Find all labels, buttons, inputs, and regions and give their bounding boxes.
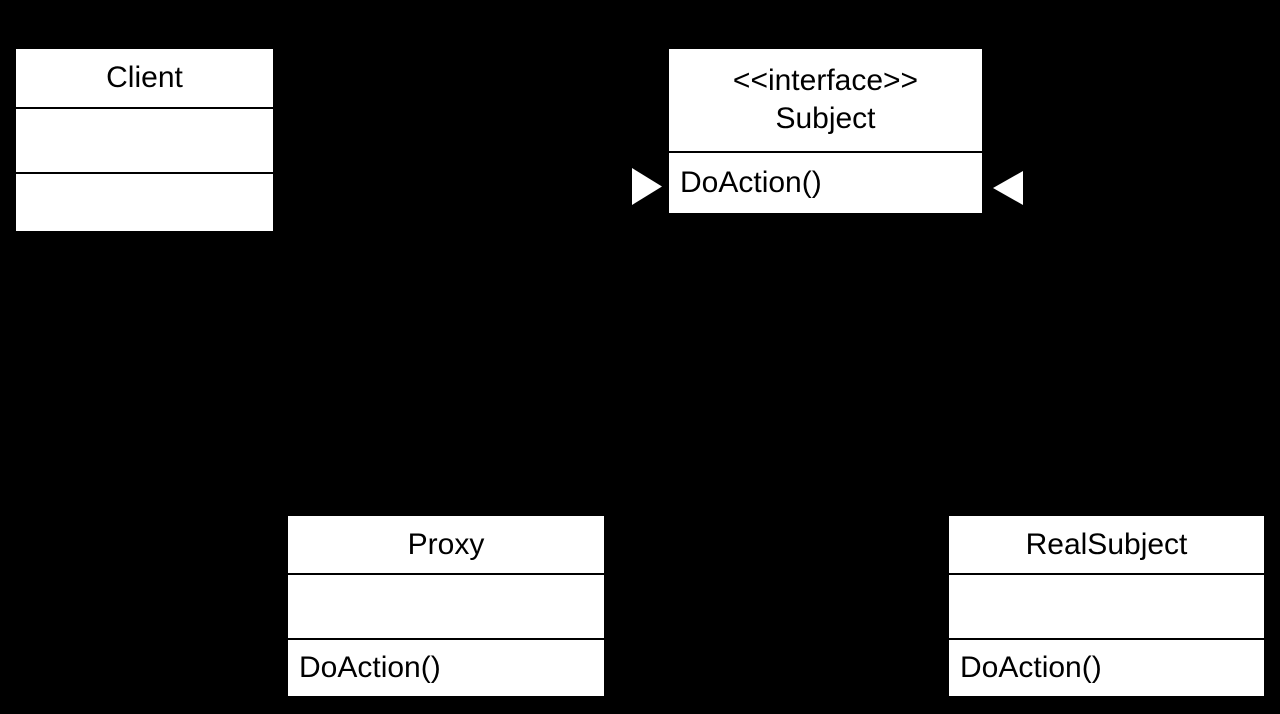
subject-left-arrowhead-shape: [632, 168, 662, 205]
proxy-attributes-compartment: [288, 573, 604, 638]
realsubject-title-compartment: RealSubject: [949, 516, 1264, 573]
class-box-proxy: Proxy DoAction(): [286, 514, 606, 698]
subject-stereotype-label: <<interface>>: [732, 64, 919, 97]
class-box-realsubject: RealSubject DoAction(): [947, 514, 1266, 698]
realsubject-class-name: RealSubject: [1025, 527, 1188, 561]
client-class-name: Client: [106, 61, 183, 94]
subject-class-name: Subject: [775, 102, 876, 135]
client-title-compartment: Client: [16, 49, 273, 107]
client-operations-compartment: [16, 172, 273, 231]
subject-title-compartment: <<interface>> Subject: [669, 49, 982, 151]
subject-operations-compartment: DoAction(): [669, 151, 982, 213]
realsubject-attributes-compartment: [949, 573, 1264, 638]
class-box-client: Client: [14, 47, 275, 233]
proxy-operations-compartment: DoAction(): [288, 638, 604, 696]
subject-right-arrowhead-icon: [993, 171, 1023, 205]
proxy-title-compartment: Proxy: [288, 516, 604, 573]
class-box-subject: <<interface>> Subject DoAction(): [667, 47, 984, 215]
proxy-class-name: Proxy: [407, 527, 485, 561]
subject-left-arrowhead-icon: [632, 168, 662, 205]
subject-right-arrowhead-shape: [993, 171, 1023, 205]
realsubject-operations-compartment: DoAction(): [949, 638, 1264, 696]
client-attributes-compartment: [16, 107, 273, 172]
